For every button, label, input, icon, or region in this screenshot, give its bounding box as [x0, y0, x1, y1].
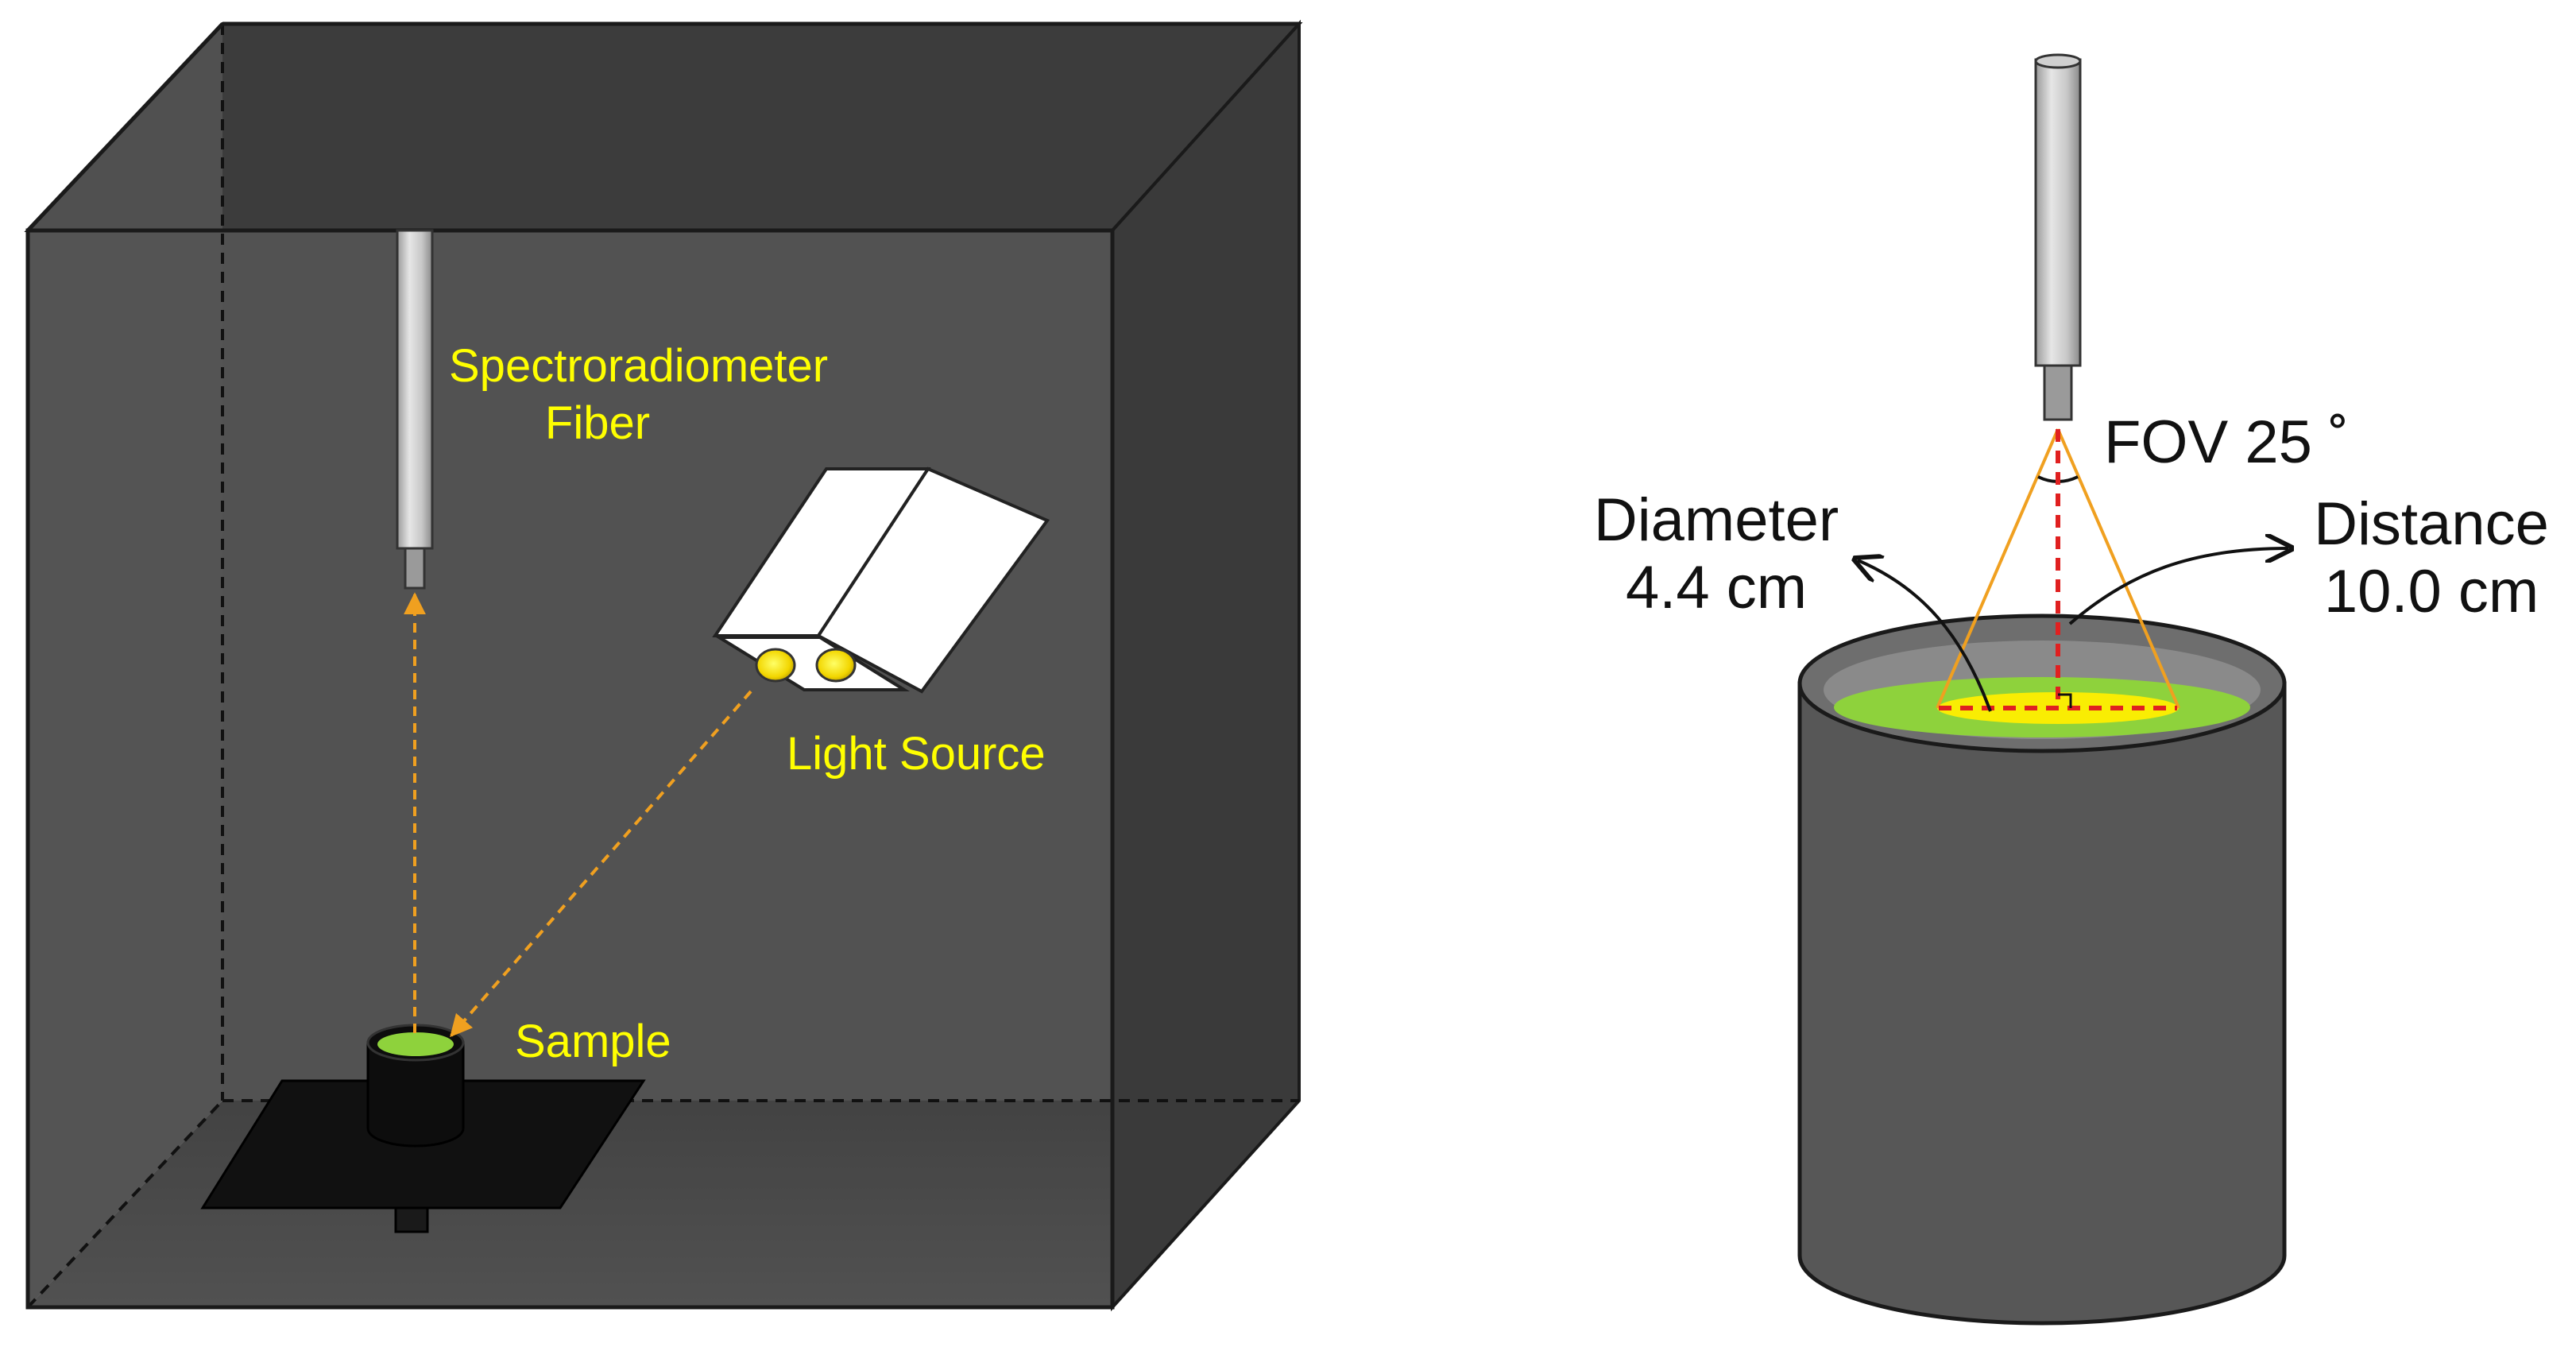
distance-label-line2: 10.0 cm — [2324, 558, 2539, 625]
diameter-label-line1: Diameter — [1594, 486, 1839, 554]
lens-1 — [755, 648, 796, 683]
hidden-edge-diagonal — [26, 1099, 224, 1309]
incident-beam-arrow — [450, 690, 752, 1038]
distance-label-line1: Distance — [2314, 490, 2549, 558]
light-source-lenses — [713, 636, 910, 691]
sample-cylinder — [1797, 614, 2287, 1326]
box-right-face — [1111, 19, 1301, 1312]
box-front-outline — [25, 228, 1115, 1310]
diameter-label-line2: 4.4 cm — [1626, 554, 1807, 621]
sample-cup-left — [366, 1024, 465, 1148]
fiber-label-line1: Spectroradiometer — [449, 340, 828, 392]
diameter-callout-arrow — [1858, 560, 1992, 712]
right-angle-mark — [2058, 693, 2072, 708]
lens-2 — [815, 648, 857, 683]
light-source-label: Light Source — [787, 728, 1046, 780]
fiber-probe-left — [396, 229, 434, 590]
fov-label: FOV 25 ˚ — [2104, 408, 2349, 476]
distance-callout-arrow — [2068, 548, 2288, 625]
fiber-probe-right — [2034, 53, 2082, 421]
dark-box — [24, 19, 1303, 1312]
fiber-label-line2: Fiber — [545, 397, 650, 449]
sample-label: Sample — [515, 1016, 671, 1067]
